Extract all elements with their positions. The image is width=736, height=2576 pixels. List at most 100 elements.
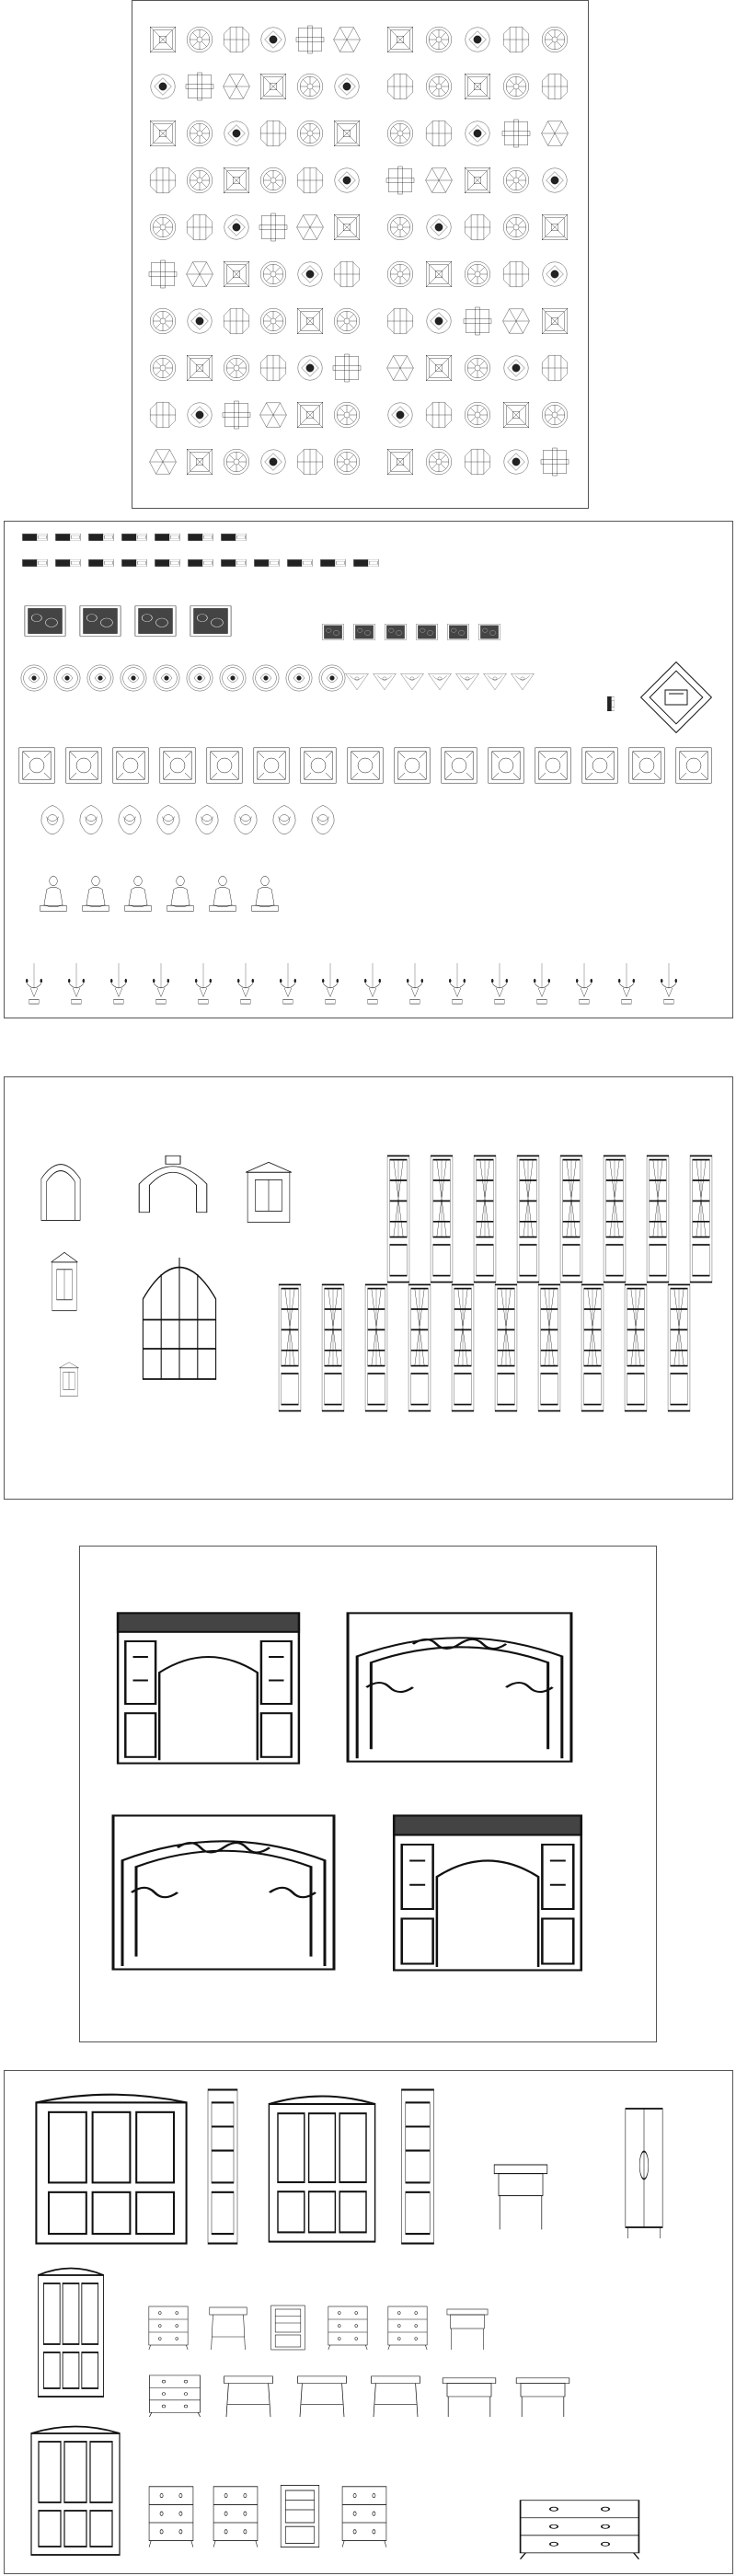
candlestick-icon — [110, 962, 127, 1005]
buddha-figure-icon — [124, 876, 152, 912]
carved-strip-icon — [22, 534, 48, 541]
chest-of-drawers-icon — [213, 2486, 259, 2547]
arched-window-icon — [142, 1258, 217, 1380]
carved-panel-icon — [79, 605, 121, 637]
medallion-icon — [260, 449, 286, 475]
medallion-icon — [503, 449, 529, 475]
buddha-figure-icon — [167, 876, 194, 912]
octagon-window-icon — [260, 121, 286, 146]
carved-panel-icon — [353, 624, 375, 640]
roundel-icon — [252, 664, 280, 692]
rosette-icon — [297, 74, 323, 99]
octagon-window-icon — [224, 308, 249, 334]
roundel-icon — [186, 664, 213, 692]
medallion-icon — [260, 27, 286, 52]
rosette-icon — [187, 167, 213, 193]
octagon-window-icon — [260, 355, 286, 381]
carved-strip-icon — [254, 559, 280, 567]
lattice-screen-icon — [473, 1155, 497, 1283]
carved-panel-icon — [416, 624, 438, 640]
lattice-tile-icon — [150, 121, 176, 146]
ornament-icon — [272, 805, 296, 834]
corner-bracket-icon — [483, 673, 507, 691]
chest-of-drawers-icon — [519, 2500, 640, 2559]
side-table-icon — [515, 2377, 570, 2418]
framed-window-icon — [245, 1161, 293, 1224]
ornament-icon — [195, 805, 219, 834]
side-table-icon — [493, 2164, 548, 2230]
rosette-icon — [187, 27, 213, 52]
square-tile-icon — [441, 747, 477, 784]
square-tile-icon — [535, 747, 571, 784]
diamond-plaque-icon — [639, 661, 713, 734]
hexagon-icon — [296, 214, 324, 240]
medallion-icon — [426, 308, 452, 334]
lattice-tile-icon — [387, 449, 413, 475]
tall-cabinet-icon — [207, 2088, 238, 2245]
rosette-icon — [224, 355, 249, 381]
octagon-window-icon — [503, 261, 529, 287]
stool-icon — [297, 2375, 347, 2418]
roundel-icon — [318, 664, 346, 692]
candlestick-icon — [237, 962, 254, 1005]
carved-panel-icon — [478, 624, 500, 640]
ornament-icon — [234, 805, 258, 834]
carved-strip-icon — [155, 534, 180, 541]
rosette-icon — [334, 402, 360, 428]
candlestick-icon — [661, 962, 677, 1005]
carved-strip-icon — [353, 559, 379, 567]
sheet-carvings — [4, 521, 733, 1018]
medallion-icon — [542, 167, 568, 193]
rosette-icon — [334, 449, 360, 475]
medallion-icon — [426, 214, 452, 240]
corner-bracket-icon — [455, 673, 479, 691]
hexagon-icon — [386, 355, 414, 381]
octagon-window-icon — [542, 74, 568, 99]
square-tile-icon — [159, 747, 196, 784]
candlestick-icon — [68, 962, 85, 1005]
carved-strip-icon — [88, 559, 114, 567]
rosette-icon — [150, 308, 176, 334]
carved-strip-icon — [22, 559, 48, 567]
lattice-screen-icon — [516, 1155, 540, 1283]
candlestick-icon — [407, 962, 423, 1005]
lattice-screen-icon — [451, 1283, 475, 1412]
medallion-icon — [387, 402, 413, 428]
medallion-icon — [334, 74, 360, 99]
corner-bracket-icon — [428, 673, 452, 691]
candlestick-icon — [26, 962, 42, 1005]
octagon-window-icon — [187, 214, 213, 240]
lattice-tile-icon — [187, 355, 213, 381]
lattice-screen-icon — [581, 1283, 604, 1412]
rosette-icon — [260, 308, 286, 334]
roundel-icon — [86, 664, 114, 692]
medallion-icon — [334, 167, 360, 193]
rosette-icon — [542, 402, 568, 428]
stool-icon — [224, 2375, 273, 2418]
vine-gate-icon — [111, 1814, 336, 1971]
carved-panel-icon — [24, 605, 66, 637]
square-tile-icon — [628, 747, 665, 784]
lattice-screen-icon — [364, 1283, 388, 1412]
square-tile-icon — [253, 747, 290, 784]
octagon-window-icon — [334, 261, 360, 287]
cross-tile-icon — [385, 166, 415, 195]
square-tile-icon — [581, 747, 618, 784]
hexagon-icon — [502, 308, 530, 334]
rosette-icon — [334, 308, 360, 334]
cross-tile-icon — [222, 400, 251, 430]
square-tile-icon — [675, 747, 712, 784]
lattice-tile-icon — [224, 261, 249, 287]
side-table-icon — [442, 2377, 497, 2418]
arch-frame-icon — [138, 1155, 208, 1213]
cross-tile-icon — [185, 72, 214, 101]
roundel-icon — [53, 664, 81, 692]
lattice-tile-icon — [426, 261, 452, 287]
square-tile-icon — [18, 747, 55, 784]
corner-bracket-icon — [400, 673, 424, 691]
lattice-screen-icon — [494, 1283, 518, 1412]
carved-strip-icon — [320, 559, 346, 567]
cross-tile-icon — [259, 213, 288, 242]
rosette-icon — [465, 261, 490, 287]
arch-window-icon — [40, 1164, 81, 1221]
